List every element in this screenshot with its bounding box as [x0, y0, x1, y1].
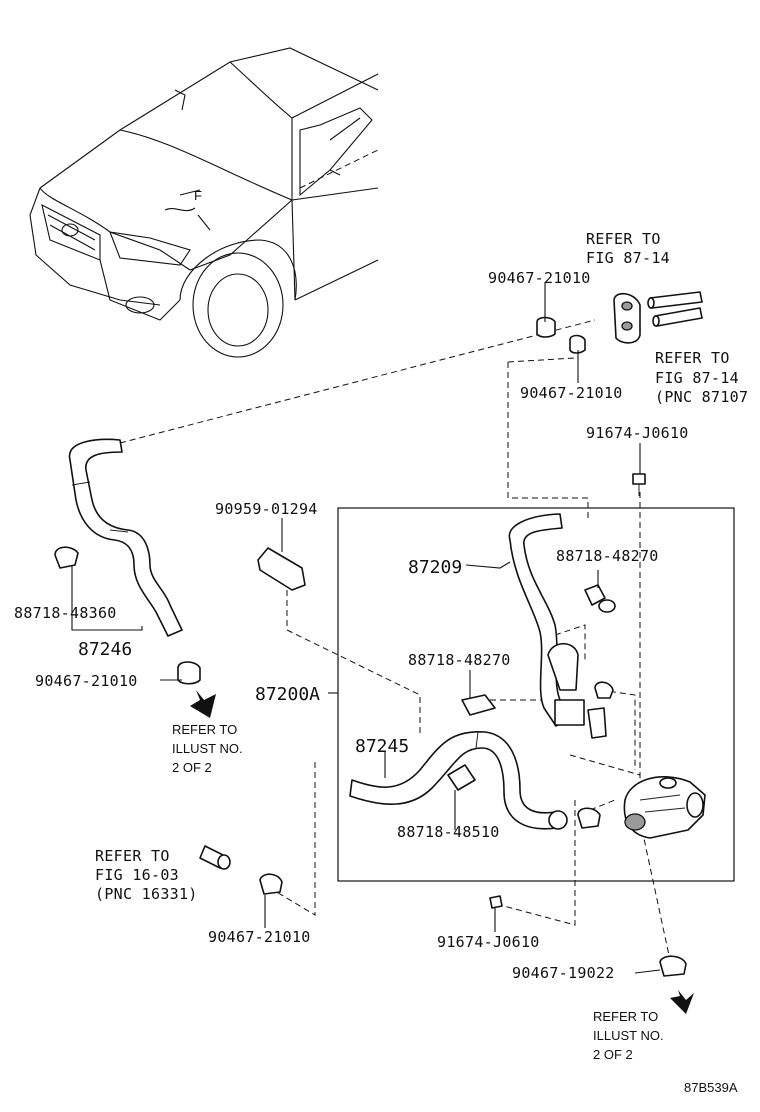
heater-hose-87246 [68, 438, 183, 637]
heater-hose-87209 [508, 513, 579, 727]
heater-hose-87245 [349, 731, 568, 830]
callout-91674-j0610-bottom[interactable]: 91674-J0610 [437, 933, 540, 951]
callout-refer-16-03-line1[interactable]: REFER TO [95, 847, 170, 865]
hose-clamp-icon [259, 873, 283, 895]
retainer-clip-icon [257, 547, 306, 591]
callout-refer-87-14-b-line2[interactable]: FIG 87-14 [655, 369, 739, 387]
callout-87209[interactable]: 87209 [408, 557, 462, 578]
hose-clamp-icon [536, 316, 556, 338]
callout-91674-j0610-top[interactable]: 91674-J0610 [586, 424, 689, 442]
hose-clamp-icon [577, 807, 601, 829]
small-parts [54, 291, 703, 977]
grommet-icon [613, 292, 641, 344]
callout-88718-48270-mid[interactable]: 88718-48270 [408, 651, 511, 669]
hose-clamp-icon [659, 955, 687, 977]
water-valve-assembly [623, 776, 706, 839]
callout-refer-16-03-line2[interactable]: FIG 16-03 [95, 866, 179, 884]
leader-dash-lines [119, 319, 671, 961]
callout-88718-48360[interactable]: 88718-48360 [14, 604, 117, 622]
assembly-box [337, 507, 735, 882]
callout-refer-87-14-b-line3[interactable]: (PNC 87107 [655, 388, 748, 406]
callout-refer-87-14-a-line2[interactable]: FIG 87-14 [586, 249, 670, 267]
callout-refer-87-14-a-line1[interactable]: REFER TO [586, 230, 661, 248]
leader-lines [71, 282, 661, 974]
bolt-icon [632, 473, 646, 485]
callout-88718-48270-top[interactable]: 88718-48270 [556, 547, 659, 565]
callout-refer-87-14-b-line1[interactable]: REFER TO [655, 349, 730, 367]
callout-87200a[interactable]: 87200A [255, 684, 320, 705]
callout-90959-01294[interactable]: 90959-01294 [215, 500, 318, 518]
hose-clamp-icon [177, 661, 201, 685]
callout-90467-21010-mid[interactable]: 90467-21010 [520, 384, 623, 402]
hose-clamp-icon [447, 764, 476, 791]
arrow-down-icon [190, 690, 694, 1014]
callout-refer-16-03-line3[interactable]: (PNC 16331) [95, 885, 198, 903]
note-right-line3: 2 OF 2 [593, 1047, 633, 1062]
callout-88718-48510[interactable]: 88718-48510 [397, 823, 500, 841]
bolt-icon [489, 895, 503, 909]
note-left-line1: REFER TO [172, 722, 237, 737]
note-left-line2: ILLUST NO. [172, 741, 243, 756]
vehicle-illustration: F [29, 47, 379, 358]
diagram-id: 87B539A [684, 1080, 738, 1095]
engine-marker: F [194, 188, 202, 203]
callout-labels: REFER TO FIG 87-14 90467-21010 REFER TO … [14, 230, 748, 982]
callout-90467-21010-bottom[interactable]: 90467-21010 [208, 928, 311, 946]
callout-87246[interactable]: 87246 [78, 639, 132, 660]
hose-clamp-icon [54, 546, 79, 569]
hose-clamp-icon [594, 681, 614, 699]
note-right-line2: ILLUST NO. [593, 1028, 664, 1043]
reference-notes: REFER TO ILLUST NO. 2 OF 2 REFER TO ILLU… [172, 722, 664, 1062]
bracket-icon [587, 707, 607, 739]
hose-clamp-icon [584, 584, 606, 606]
hose-clamp-icon [461, 694, 496, 716]
callout-90467-21010-top[interactable]: 90467-21010 [488, 269, 591, 287]
note-left-line3: 2 OF 2 [172, 760, 212, 775]
hose-clamp-icon [569, 334, 586, 354]
callout-90467-19022[interactable]: 90467-19022 [512, 964, 615, 982]
callout-87245[interactable]: 87245 [355, 736, 409, 757]
valve-bracket-icon [554, 699, 585, 726]
callout-90467-21010-left[interactable]: 90467-21010 [35, 672, 138, 690]
note-right-line1: REFER TO [593, 1009, 658, 1024]
